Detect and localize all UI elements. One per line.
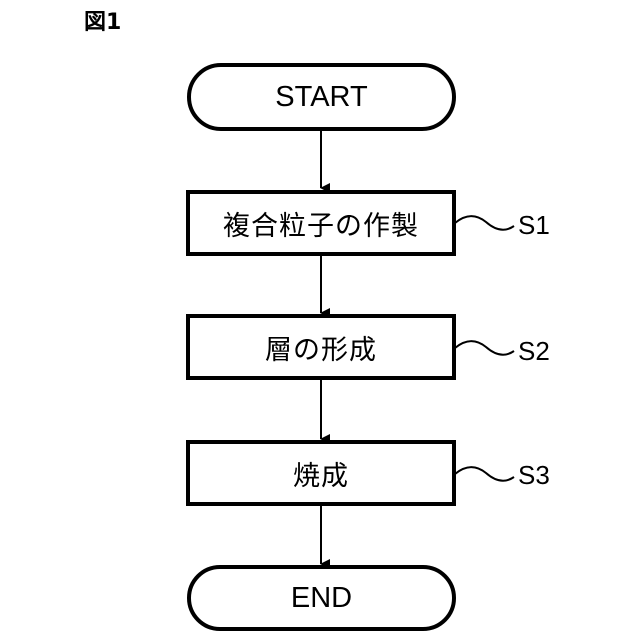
step-s2-label: 層の形成: [265, 328, 377, 367]
leader-s3: [455, 467, 514, 481]
leader-s2: [455, 341, 514, 355]
step-s3-box: 焼成: [186, 440, 456, 506]
step-s3-id: S3: [518, 460, 550, 490]
step-s2-box: 層の形成: [186, 314, 456, 380]
step-s1-id: S1: [518, 210, 550, 240]
end-label: END: [291, 582, 352, 615]
leader-s1: [455, 216, 514, 230]
end-terminal: END: [187, 565, 456, 631]
step-s2-id: S2: [518, 336, 550, 366]
step-s3-label: 焼成: [293, 454, 349, 493]
step-s1-label: 複合粒子の作製: [223, 204, 419, 243]
step-s1-box: 複合粒子の作製: [186, 190, 456, 256]
start-terminal: START: [187, 63, 456, 131]
start-label: START: [275, 81, 367, 114]
